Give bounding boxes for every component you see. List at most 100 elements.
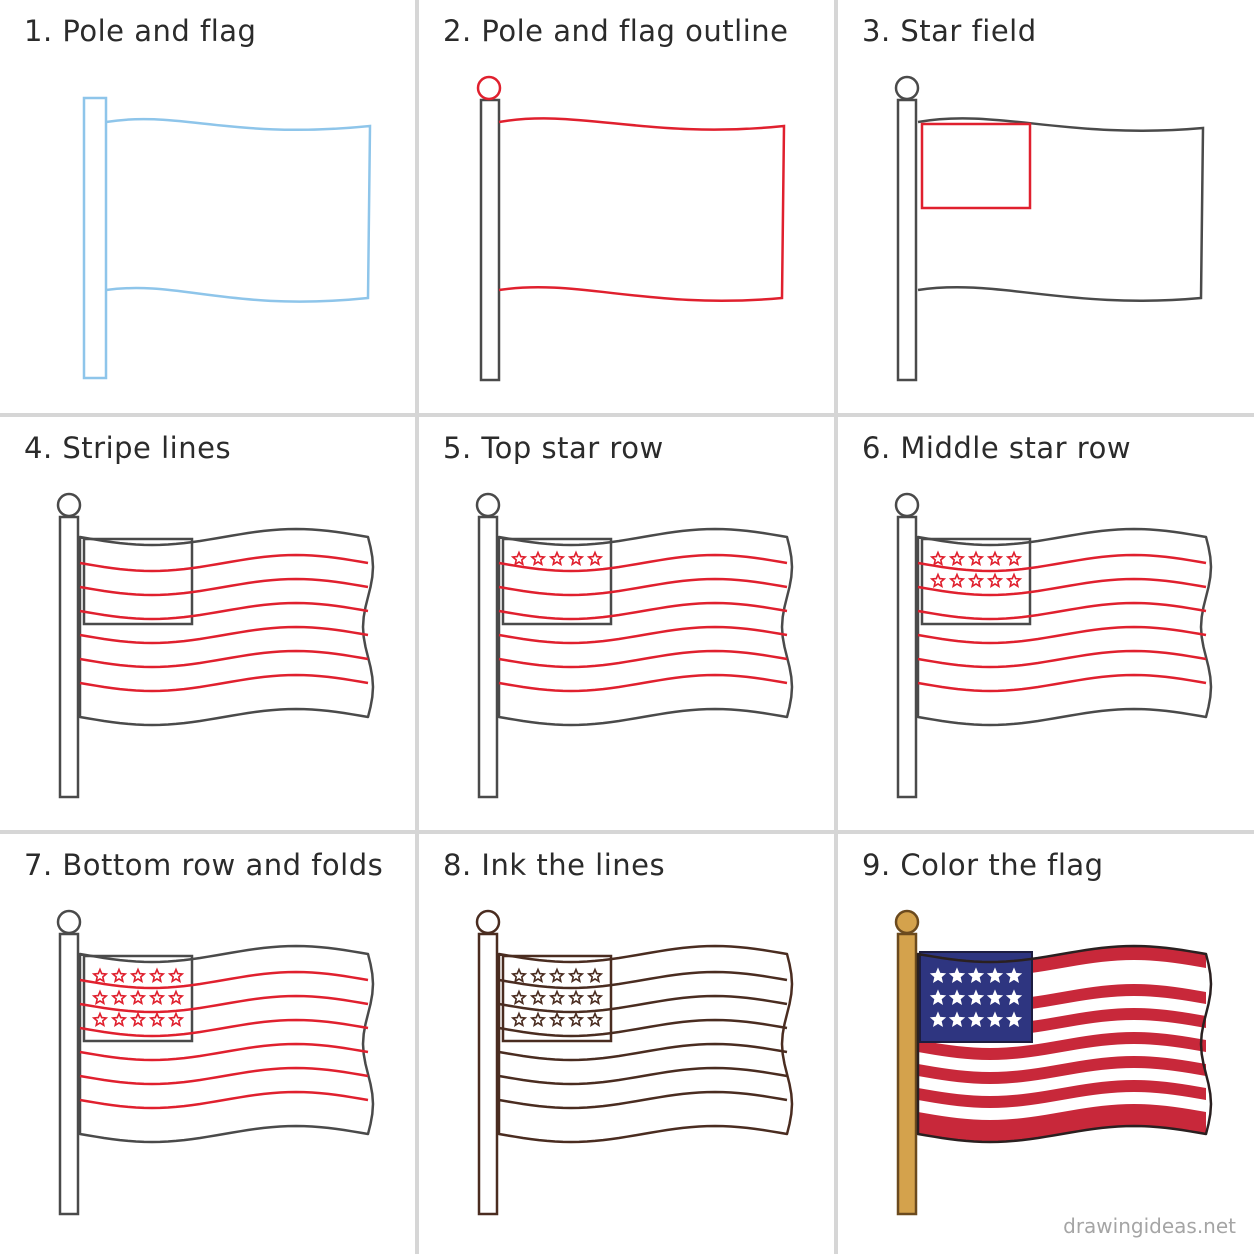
- pole-finial: [894, 492, 920, 518]
- flag-outline: [916, 944, 1213, 1144]
- stripe-line: [79, 1090, 369, 1110]
- star: [548, 989, 566, 1006]
- step-panel-9: 9. Color the flag drawingideas.net: [838, 834, 1254, 1254]
- watermark: drawingideas.net: [1063, 1214, 1236, 1238]
- step-title: 2. Pole and flag outline: [443, 14, 789, 48]
- stripe-line: [79, 649, 369, 669]
- star: [129, 967, 147, 984]
- star: [129, 1011, 147, 1028]
- flagpole: [896, 98, 918, 382]
- star: [167, 967, 185, 984]
- star: [529, 989, 547, 1006]
- star: [967, 550, 985, 567]
- star: [586, 1011, 604, 1028]
- stripe-line: [498, 553, 788, 573]
- star: [986, 572, 1004, 589]
- star-field-box: [920, 122, 1032, 210]
- star: [967, 989, 985, 1006]
- step-2-drawing: [476, 75, 786, 382]
- flagpole: [896, 515, 918, 799]
- star: [929, 550, 947, 567]
- stripe-line: [917, 673, 1207, 693]
- star: [929, 989, 947, 1006]
- star: [548, 550, 566, 567]
- step-7-drawing: [56, 909, 375, 1216]
- stripe-line: [498, 1042, 788, 1062]
- star: [548, 967, 566, 984]
- star: [986, 967, 1004, 984]
- step-panel-2: 2. Pole and flag outline: [419, 0, 834, 413]
- star: [586, 550, 604, 567]
- pole-finial: [476, 75, 502, 101]
- step-title: 4. Stripe lines: [24, 431, 232, 465]
- step-panel-8: 8. Ink the lines: [419, 834, 834, 1254]
- step-title: 6. Middle star row: [862, 431, 1132, 465]
- star: [91, 1011, 109, 1028]
- star: [110, 1011, 128, 1028]
- star: [586, 967, 604, 984]
- step-title: 9. Color the flag: [862, 848, 1104, 882]
- stripe-line: [498, 994, 788, 1014]
- star: [110, 989, 128, 1006]
- star: [929, 1011, 947, 1028]
- star: [929, 572, 947, 589]
- star: [586, 989, 604, 1006]
- star: [510, 1011, 528, 1028]
- stripe-line: [79, 553, 369, 573]
- star: [529, 1011, 547, 1028]
- step-title: 5. Top star row: [443, 431, 664, 465]
- stripe-line: [79, 601, 369, 621]
- star: [167, 1011, 185, 1028]
- pole-finial: [56, 492, 82, 518]
- step-4-drawing: [56, 492, 375, 799]
- red-stripe: [918, 1104, 1206, 1142]
- star: [148, 967, 166, 984]
- pole-finial: [894, 909, 920, 935]
- star: [548, 1011, 566, 1028]
- step-1-drawing: [82, 96, 372, 380]
- stripe-line: [498, 649, 788, 669]
- flagpole: [896, 932, 918, 1216]
- step-panel-7: 7. Bottom row and folds: [0, 834, 415, 1254]
- red-stripe: [918, 1056, 1206, 1084]
- star: [148, 1011, 166, 1028]
- step-title: 8. Ink the lines: [443, 848, 666, 882]
- stripe-line: [79, 673, 369, 693]
- star: [1005, 572, 1023, 589]
- stripe-line: [79, 625, 369, 645]
- stripe-line: [498, 577, 788, 597]
- stripe-line: [498, 625, 788, 645]
- star: [567, 550, 585, 567]
- flag-outline: [497, 944, 794, 1144]
- flagpole: [477, 515, 499, 799]
- star: [1005, 550, 1023, 567]
- stripe-line: [917, 601, 1207, 621]
- star: [529, 967, 547, 984]
- step-title: 3. Star field: [862, 14, 1037, 48]
- star: [948, 989, 966, 1006]
- star-field-box: [920, 537, 1032, 626]
- stripe-line: [498, 1018, 788, 1038]
- step-title: 7. Bottom row and folds: [24, 848, 384, 882]
- star: [567, 989, 585, 1006]
- step-6-drawing: [894, 492, 1213, 799]
- star: [948, 572, 966, 589]
- flagpole: [58, 932, 80, 1216]
- stripe-line: [79, 1066, 369, 1086]
- step-panel-4: 4. Stripe lines: [0, 417, 415, 830]
- flag-outline: [105, 117, 372, 303]
- step-panel-1: 1. Pole and flag: [0, 0, 415, 413]
- stripe-line: [498, 1090, 788, 1110]
- step-panel-3: 3. Star field: [838, 0, 1254, 413]
- stripe-line: [498, 1066, 788, 1086]
- star: [1005, 989, 1023, 1006]
- star: [967, 1011, 985, 1028]
- star: [986, 1011, 1004, 1028]
- step-8-drawing: [475, 909, 794, 1216]
- step-panel-6: 6. Middle star row: [838, 417, 1254, 830]
- stripe-line: [498, 673, 788, 693]
- stripe-line: [79, 1042, 369, 1062]
- star: [529, 550, 547, 567]
- flagpole: [82, 96, 108, 380]
